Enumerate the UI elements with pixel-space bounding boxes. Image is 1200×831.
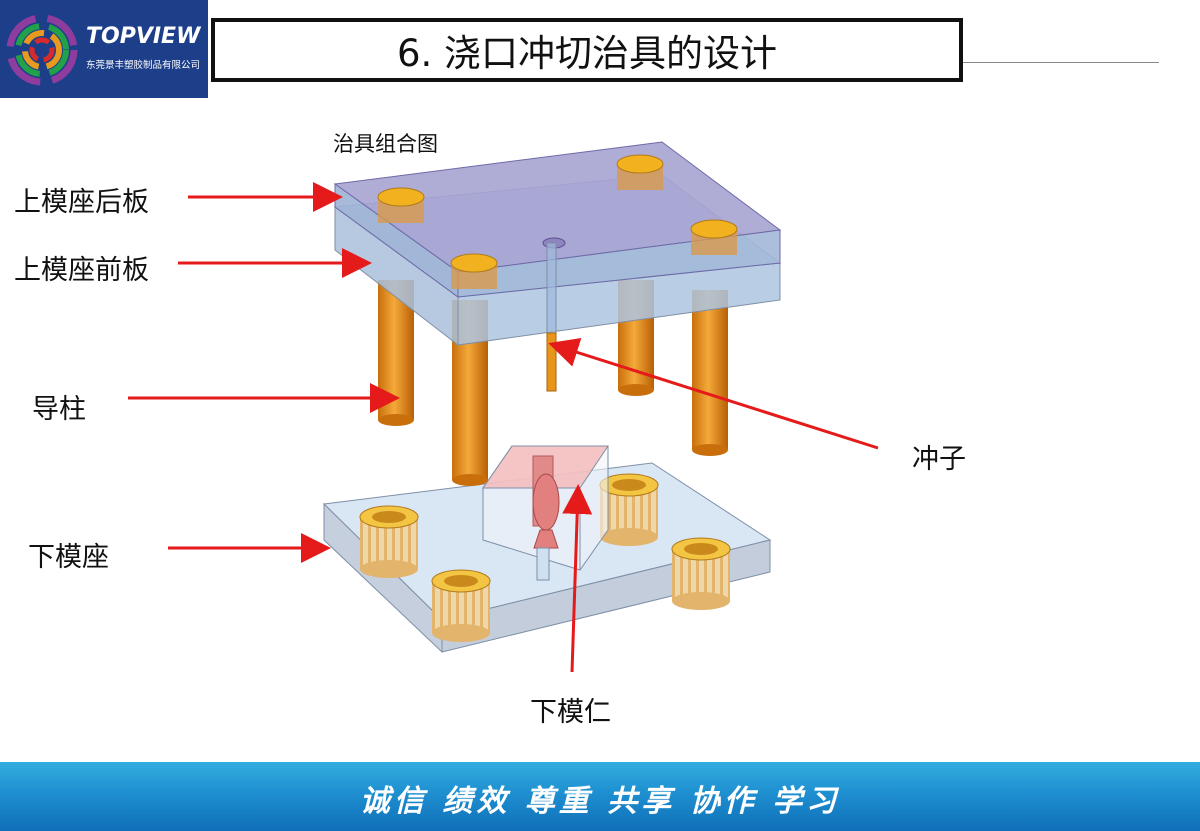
label-lower-base: 下模座	[28, 542, 109, 573]
footer-banner: 诚信 绩效 尊重 共享 协作 学习	[0, 762, 1200, 831]
footer-motto: 诚信 绩效 尊重 共享 协作 学习	[359, 784, 841, 819]
brand-name: TOPVIEW	[86, 24, 201, 49]
label-punch: 冲子	[912, 444, 966, 475]
lower-bushing	[599, 473, 659, 546]
lower-bushing	[431, 569, 491, 642]
lower-bushing	[359, 505, 419, 578]
pillar-head	[377, 187, 425, 223]
slide-title-box: 6. 浇口冲切治具的设计	[211, 18, 963, 82]
title-rule	[963, 62, 1159, 63]
pillar-head	[690, 219, 738, 255]
label-guide-pillar: 导柱	[32, 394, 86, 425]
diagram-caption: 治具组合图	[333, 132, 438, 156]
company-name: 东莞景丰塑胶制品有限公司	[86, 60, 201, 71]
label-lower-insert: 下模仁	[530, 697, 611, 728]
pillar-head	[450, 253, 498, 289]
company-logo: TOPVIEW 东莞景丰塑胶制品有限公司	[0, 0, 208, 98]
logo-ring-icon	[6, 14, 78, 86]
slide-title: 6. 浇口冲切治具的设计	[396, 32, 778, 75]
guide-pillar	[692, 290, 728, 456]
label-upper-front-plate: 上模座前板	[14, 255, 149, 286]
pillar-head	[616, 154, 664, 190]
arrow-punch	[548, 337, 879, 450]
label-upper-back-plate: 上模座后板	[14, 187, 149, 218]
lower-bushing	[671, 537, 731, 610]
arrow-lower-insert	[562, 484, 593, 673]
